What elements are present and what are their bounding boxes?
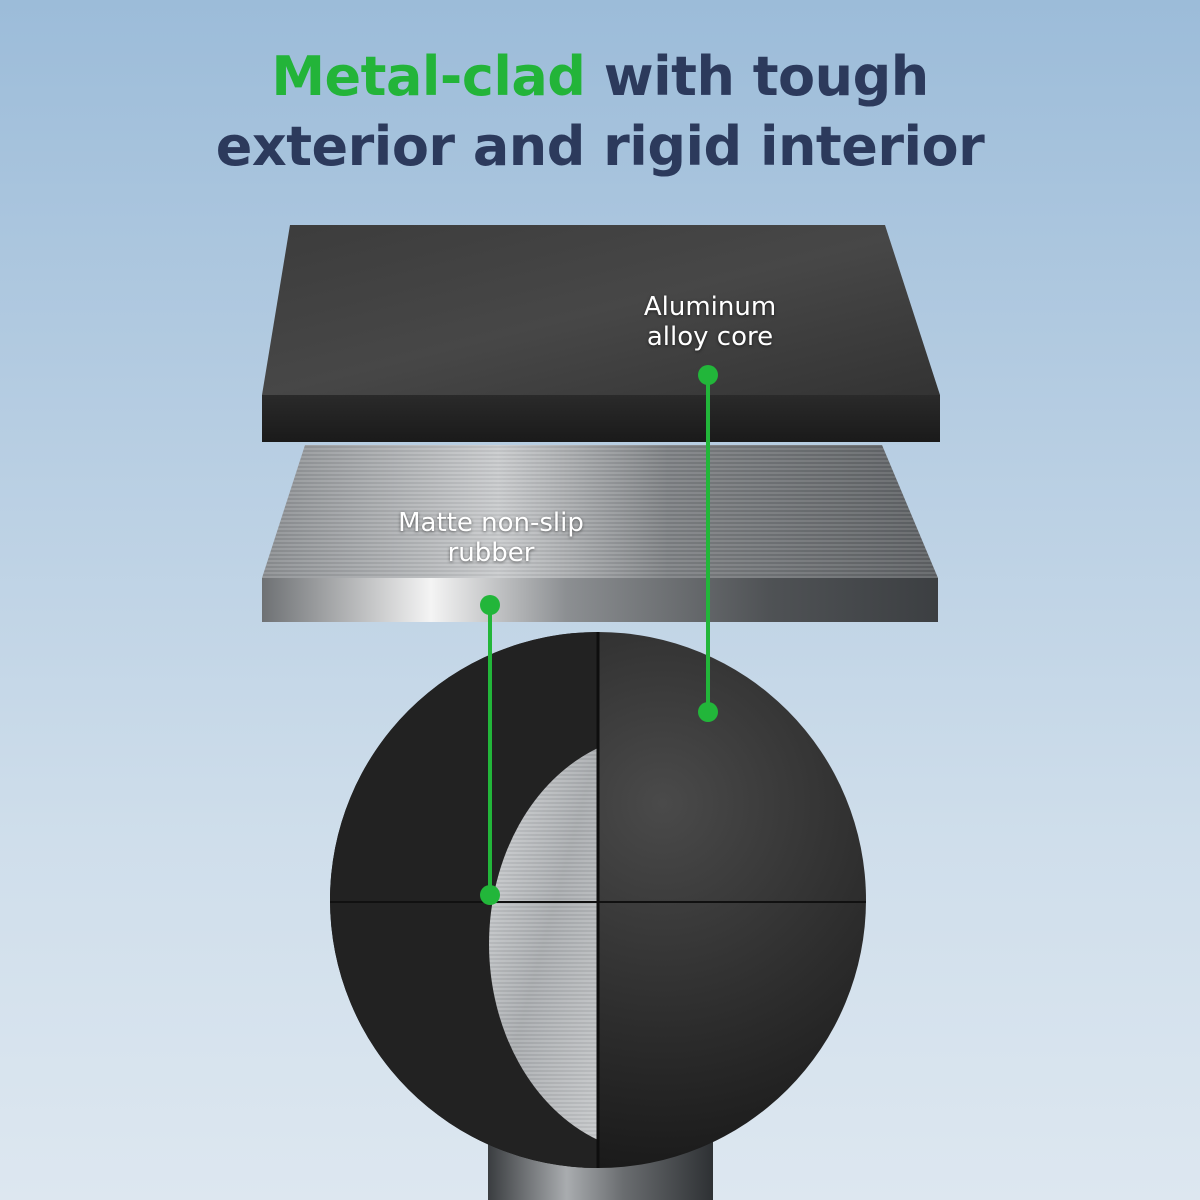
ball-mount xyxy=(330,632,866,1168)
headline-line-1-rest: with tough xyxy=(585,45,929,108)
aluminum-callout-dot-top xyxy=(698,365,718,385)
rubber-callout-dot-bottom xyxy=(480,885,500,905)
metal-plate xyxy=(262,445,938,622)
aluminum-callout-dot-bottom xyxy=(698,702,718,722)
rubber-callout-dot-top xyxy=(480,595,500,615)
headline-line-1: Metal-clad with tough xyxy=(0,42,1200,112)
headline-line-2: exterior and rigid interior xyxy=(215,115,985,178)
rubber-callout-line-2: rubber xyxy=(447,538,535,568)
aluminum-callout-line-2: alloy core xyxy=(646,322,774,352)
aluminum-callout-line-1: Aluminum xyxy=(643,292,777,322)
rubber-plate xyxy=(262,225,940,442)
rubber-callout-line-1: Matte non-slip xyxy=(398,508,584,538)
aluminum-callout-label: Aluminum alloy core xyxy=(600,292,820,352)
headline: Metal-clad with tough exterior and rigid… xyxy=(0,42,1200,182)
callout-lines xyxy=(480,365,718,905)
headline-accent: Metal-clad xyxy=(271,45,586,108)
rubber-callout-label: Matte non-slip rubber xyxy=(360,508,622,568)
